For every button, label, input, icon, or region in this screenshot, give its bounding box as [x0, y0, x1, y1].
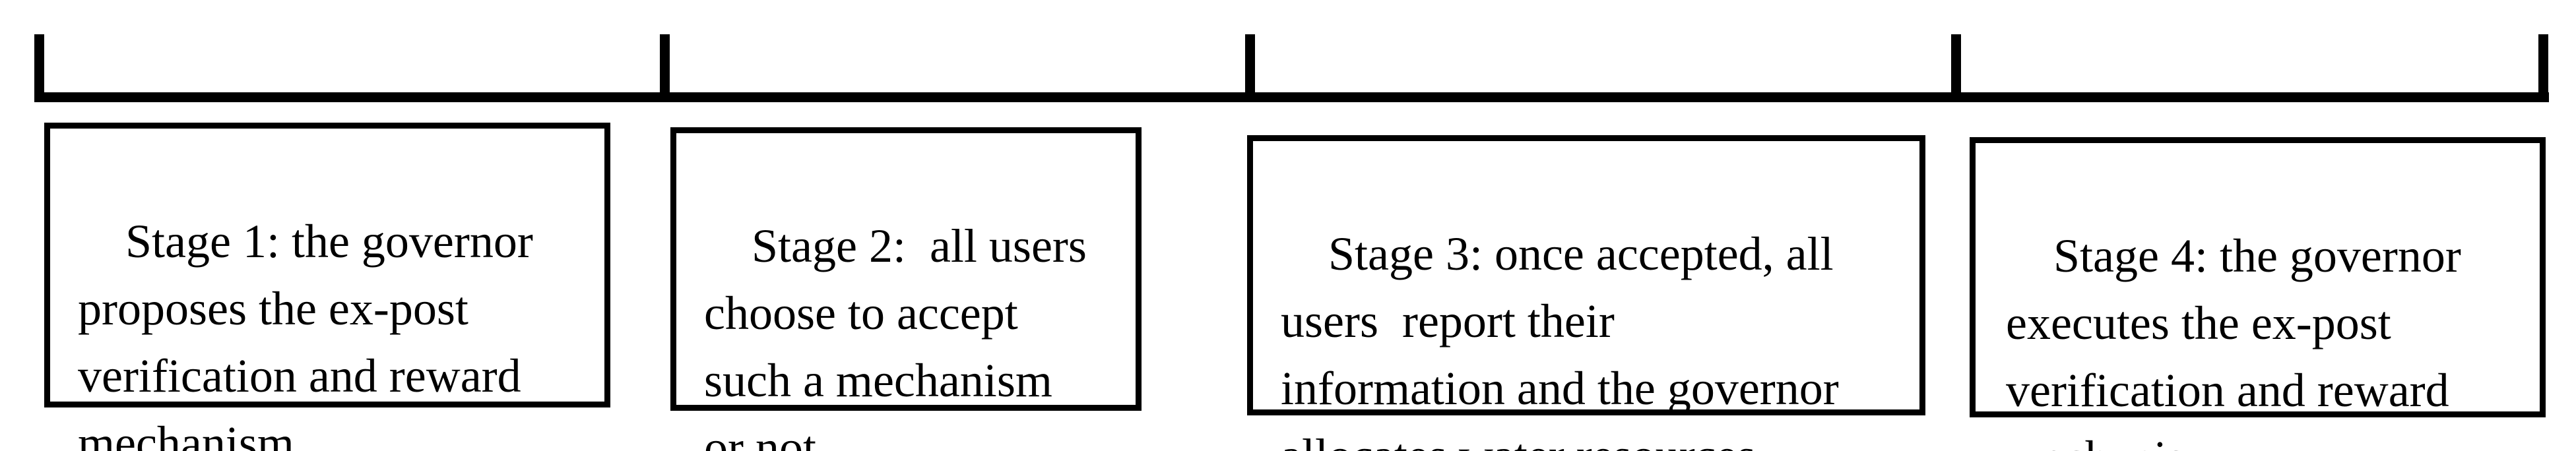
stage-2-text: Stage 2: all users choose to accept such… — [704, 220, 1087, 451]
timeline-tick-2 — [660, 34, 670, 102]
timeline-bar — [35, 92, 2549, 102]
stage-2-box: Stage 2: all users choose to accept such… — [670, 127, 1142, 451]
stage-4-box: Stage 4: the governor executes the ex-po… — [1970, 137, 2546, 451]
timeline-tick-5 — [2538, 34, 2548, 102]
timeline-tick-4 — [1951, 34, 1961, 102]
stage-1-box: Stage 1: the governor proposes the ex-po… — [44, 123, 610, 451]
stage-4-text: Stage 4: the governor executes the ex-po… — [2006, 229, 2461, 451]
stage-3-box: Stage 3: once accepted, all users report… — [1247, 135, 1925, 451]
stage-1-text: Stage 1: the governor proposes the ex-po… — [78, 215, 533, 451]
timeline-tick-1 — [34, 34, 44, 102]
timeline-tick-3 — [1245, 34, 1255, 102]
stage-3-text: Stage 3: once accepted, all users report… — [1281, 227, 1839, 451]
